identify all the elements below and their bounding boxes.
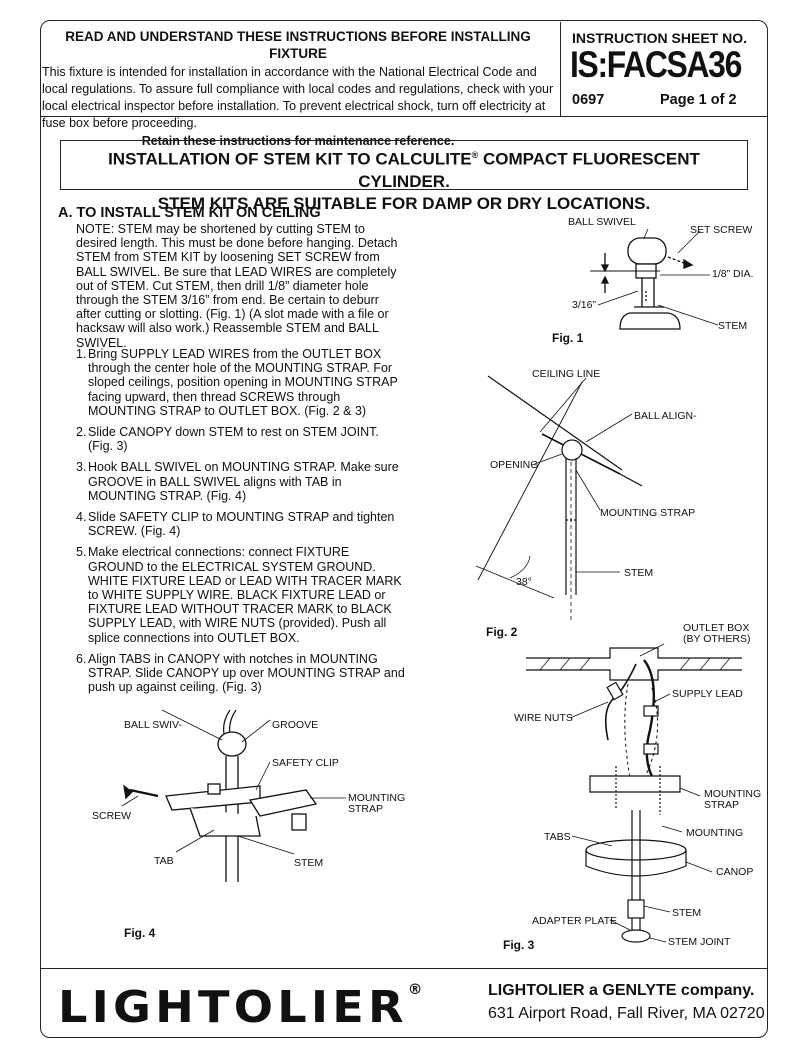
- list-item: 6.Align TABS in CANOPY with notches in M…: [76, 652, 406, 695]
- fig4-label-tab: TAB: [154, 855, 174, 867]
- section-note: NOTE: STEM may be shortened by cutting S…: [76, 222, 398, 350]
- figure-4-drawing: [121, 709, 346, 882]
- fig2-label-opening: OPENING: [490, 459, 539, 471]
- figure-1-drawing: [590, 228, 719, 330]
- fig3-label-by-others: (BY OTHERS): [683, 633, 751, 645]
- sheet-code: 0697: [572, 92, 605, 108]
- fig3-label-mounting-strap-2: STRAP: [704, 799, 740, 811]
- step-number: 5.: [76, 545, 87, 560]
- header-rule: [40, 116, 768, 117]
- fig3-label-outlet-box: OUTLET BOX: [683, 622, 750, 634]
- fig3-label-wire-nuts: WIRE NUTS: [514, 712, 573, 724]
- title-banner: INSTALLATION OF STEM KIT TO CALCULITE® C…: [60, 140, 748, 213]
- header-divider: [560, 22, 561, 116]
- fig4-label-mounting-2: STRAP: [348, 803, 384, 815]
- step-text: Slide CANOPY down STEM to rest on STEM J…: [88, 425, 379, 454]
- fig4-label-safety-clip: SAFETY CLIP: [272, 757, 339, 769]
- sheet-label: INSTRUCTION SHEET NO.: [572, 30, 748, 46]
- fig3-label-supply-lead: SUPPLY LEAD: [672, 688, 743, 700]
- fig3-label-mounting: MOUNTING: [686, 827, 744, 839]
- logo-text: LIGHTOLIER: [58, 982, 408, 1033]
- step-text: Bring SUPPLY LEAD WIRES from the OUTLET …: [88, 347, 398, 418]
- logo-registered-mark: ®: [407, 982, 423, 998]
- fig4-caption: Fig. 4: [124, 926, 156, 940]
- fig2-label-angle: 38°: [516, 576, 532, 588]
- step-text: Make electrical connections: connect FIX…: [88, 545, 402, 645]
- fig3-caption: Fig. 3: [503, 938, 535, 952]
- list-item: 2.Slide CANOPY down STEM to rest on STEM…: [76, 425, 406, 453]
- footer-rule: [40, 968, 768, 969]
- fig3-label-tabs: TABS: [544, 831, 571, 843]
- header-retain: Retain these instructions for maintenanc…: [141, 134, 455, 148]
- list-item: 4.Slide SAFETY CLIP to MOUNTING STRAP an…: [76, 510, 406, 538]
- company-address: 631 Airport Road, Fall River, MA 02720: [488, 1005, 765, 1022]
- step-number: 2.: [76, 425, 87, 440]
- fig1-caption: Fig. 1: [552, 331, 584, 345]
- fig2-caption: Fig. 2: [486, 625, 518, 639]
- fig3-label-canopy: CANOP: [716, 866, 754, 878]
- step-number: 4.: [76, 510, 87, 525]
- header-heading: READ AND UNDERSTAND THESE INSTRUCTIONS B…: [65, 29, 531, 61]
- fig4-label-groove: GROOVE: [272, 719, 319, 731]
- fig4-label-ball-swivel: BALL SWIV-: [124, 719, 182, 731]
- figure-3-drawing: [526, 643, 742, 943]
- header-warning: READ AND UNDERSTAND THESE INSTRUCTIONS B…: [42, 28, 554, 150]
- page-frame: [40, 20, 768, 1038]
- fig2-label-ball-align: BALL ALIGN-: [634, 410, 697, 422]
- fig2-label-mounting-strap: MOUNTING STRAP: [600, 507, 696, 519]
- banner-line1-post: COMPACT FLUORESCENT CYLINDER.: [358, 149, 700, 191]
- page-indicator: Page 1 of 2: [660, 92, 737, 108]
- banner-line1-pre: INSTALLATION OF STEM KIT TO CALCULITE: [108, 149, 472, 169]
- list-item: 3.Hook BALL SWIVEL on MOUNTING STRAP. Ma…: [76, 460, 406, 503]
- section-title: A. TO INSTALL STEM KIT ON CEILING: [58, 205, 321, 221]
- fig1-label-dia: 1/8” DIA.: [712, 268, 754, 280]
- lightolier-logo: LIGHTOLIER®: [58, 982, 422, 1033]
- company-line: LIGHTOLIER a GENLYTE company.: [488, 982, 755, 999]
- list-item: 1.Bring SUPPLY LEAD WIRES from the OUTLE…: [76, 347, 406, 418]
- list-item: 5.Make electrical connections: connect F…: [76, 545, 406, 644]
- fig3-label-stem-joint: STEM JOINT: [668, 936, 731, 948]
- figure-2-drawing: [475, 375, 643, 620]
- step-text: Align TABS in CANOPY with notches in MOU…: [88, 651, 405, 695]
- fig1-label-stem: STEM: [718, 320, 748, 332]
- fig2-label-ceiling-line: CEILING LINE: [532, 368, 601, 380]
- fig1-label-ball-swivel: BALL SWIVEL: [568, 216, 636, 228]
- fig1-label-dim: 3/16”: [572, 299, 596, 311]
- registered-mark: ®: [471, 150, 479, 160]
- step-list: 1.Bring SUPPLY LEAD WIRES from the OUTLE…: [76, 347, 406, 701]
- step-number: 6.: [76, 651, 87, 666]
- step-number: 3.: [76, 460, 87, 475]
- fig2-label-stem: STEM: [624, 567, 654, 579]
- fig1-label-set-screw: SET SCREW: [690, 224, 753, 236]
- step-text: Hook BALL SWIVEL on MOUNTING STRAP. Make…: [88, 460, 399, 503]
- header-body: This fixture is intended for installatio…: [42, 65, 554, 130]
- fig4-label-mounting-1: MOUNTING: [348, 792, 406, 804]
- fig3-label-mounting-strap-1: MOUNTING: [704, 788, 762, 800]
- fig3-label-stem: STEM: [672, 907, 702, 919]
- fig3-label-adapter-plate: ADAPTER PLATE: [532, 915, 617, 927]
- sheet-number: IS:FACSA36: [570, 44, 742, 85]
- fig4-label-stem: STEM: [294, 857, 324, 869]
- step-text: Slide SAFETY CLIP to MOUNTING STRAP and …: [88, 510, 395, 539]
- fig4-label-screw: SCREW: [92, 810, 132, 822]
- banner-line2: STEM KITS ARE SUITABLE FOR DAMP OR DRY L…: [157, 193, 651, 213]
- step-number: 1.: [76, 347, 87, 361]
